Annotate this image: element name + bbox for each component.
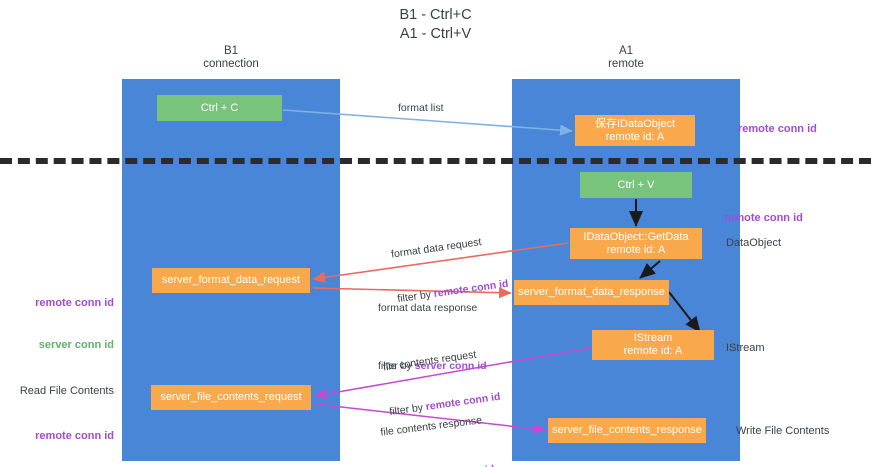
node-server-format-data-response[interactable]: server_format_data_response [514, 280, 669, 305]
annotation-dataobject: DataObject [726, 237, 782, 249]
node-getdata[interactable]: IDataObject::GetData remote id: A [570, 228, 702, 259]
edge-label-file-contents-response: file contents response filter by server … [376, 383, 499, 467]
annotation-left-conn-ids-2: remote conn id server conn id [18, 401, 114, 467]
node-server-file-contents-response[interactable]: server_file_contents_response [548, 418, 706, 443]
node-server-format-data-request[interactable]: server_format_data_request [152, 268, 310, 293]
annotation-remote-conn-id-2: remote conn id [35, 430, 114, 442]
edge-label-line-primary: format data response [378, 302, 478, 314]
column-header-b1: B1 connection [203, 45, 259, 70]
filter-prefix: filter by [378, 360, 415, 372]
edge-label-line-primary: file contents response [379, 414, 483, 439]
node-istream[interactable]: IStream remote id: A [592, 330, 714, 360]
node-server-file-contents-request[interactable]: server_file_contents_request [151, 385, 311, 410]
annotation-left-conn-ids: remote conn id server conn id [18, 268, 114, 380]
annotation-read-file-contents: Read File Contents [19, 385, 114, 397]
edge-label-line-filter: filter by server conn id [378, 359, 487, 374]
column-header-a1: A1 remote [608, 45, 644, 70]
edge-label-format-list: format list [398, 102, 444, 114]
edge-label-line-filter: filter by server conn id [386, 462, 496, 467]
node-ctrl-v[interactable]: Ctrl + V [580, 172, 692, 198]
annotation-write-file-contents: Write File Contents [736, 425, 830, 437]
edge-label-line-primary: file contents request [382, 348, 478, 374]
edge-label-line-primary: format data request [390, 236, 483, 261]
phase-divider [0, 158, 871, 164]
annotation-remote-conn-id: remote conn id [35, 297, 114, 309]
node-idataobject-store[interactable]: 保存IDataObject remote id: A [575, 115, 695, 146]
page-title: B1 - Ctrl+C A1 - Ctrl+V [399, 7, 472, 42]
node-ctrl-c[interactable]: Ctrl + C [157, 95, 282, 121]
edge-label-format-data-response: format data response filter by server co… [378, 271, 487, 404]
annotation-remote-conn-id-mid: remote conn id [724, 212, 803, 224]
filter-key-server-conn-id: server conn id [422, 463, 496, 467]
annotation-server-conn-id: server conn id [38, 339, 114, 351]
annotation-remote-conn-id-top: remote conn id [738, 123, 817, 135]
annotation-istream: IStream [726, 342, 765, 354]
filter-key-server-conn-id: server conn id [414, 360, 487, 372]
